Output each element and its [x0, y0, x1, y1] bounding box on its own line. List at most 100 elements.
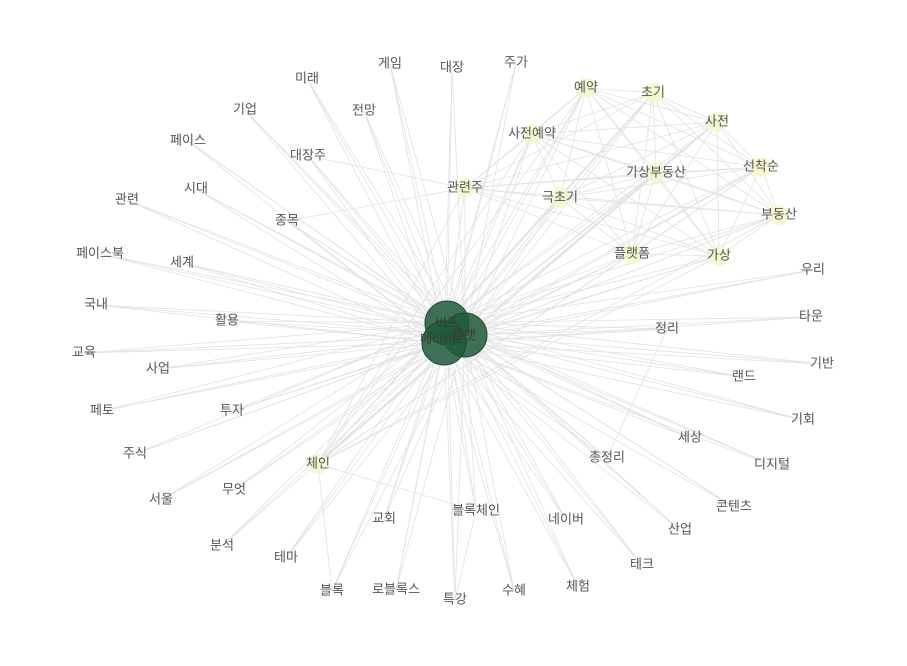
- node-label-사전[interactable]: 사전: [705, 115, 729, 130]
- edge-가상부동산-체인: [317, 172, 657, 465]
- node-label-체인[interactable]: 체인: [306, 457, 330, 472]
- node-label-교회[interactable]: 교회: [372, 512, 396, 527]
- edge-가상-체인: [317, 255, 720, 465]
- edge-플랫폼-체인: [317, 253, 633, 465]
- node-label-기반[interactable]: 기반: [810, 357, 834, 372]
- node-label-미래[interactable]: 미래: [295, 72, 319, 87]
- edge-초기-관련주: [464, 92, 654, 189]
- node-label-주식[interactable]: 주식: [123, 447, 147, 462]
- node-label-시대[interactable]: 시대: [184, 182, 208, 197]
- node-label-콘텐츠[interactable]: 콘텐츠: [716, 500, 752, 515]
- node-label-페이스북[interactable]: 페이스북: [76, 247, 124, 262]
- node-label-수혜[interactable]: 수혜: [502, 584, 526, 599]
- node-label-극초기[interactable]: 극초기: [542, 191, 578, 206]
- edge-hub1-예약: [446, 87, 587, 324]
- node-label-가상부동산[interactable]: 가상부동산: [626, 166, 686, 181]
- edge-hub3-기업: [244, 109, 445, 344]
- node-label-투자[interactable]: 투자: [220, 404, 244, 419]
- edge-hub3-산업: [443, 342, 681, 531]
- node-label-관련[interactable]: 관련: [115, 193, 139, 208]
- edge-hub2-페토: [101, 334, 466, 412]
- node-label-국내[interactable]: 국내: [84, 298, 108, 313]
- edge-종목-관련주: [286, 187, 466, 222]
- edge-대장주-관련주: [307, 155, 466, 189]
- node-label-대장주[interactable]: 대장주: [290, 149, 326, 164]
- node-label-가상[interactable]: 가상: [707, 249, 731, 264]
- edge-hub3-대장주: [307, 155, 445, 344]
- edge-hub3-초기: [443, 92, 654, 344]
- node-label-무엇[interactable]: 무엇: [222, 483, 246, 498]
- node-label-로블록스[interactable]: 로블록스: [372, 583, 420, 598]
- node-label-총정리[interactable]: 총정리: [589, 451, 625, 466]
- node-label-페토[interactable]: 페토: [90, 404, 114, 419]
- node-label-네이버[interactable]: 네이버: [548, 513, 584, 528]
- node-label-사업[interactable]: 사업: [146, 362, 170, 377]
- node-label-게임[interactable]: 게임: [378, 57, 402, 72]
- node-label-기회[interactable]: 기회: [791, 413, 815, 428]
- node-label-부동산[interactable]: 부동산: [761, 208, 797, 223]
- node-label-분석[interactable]: 분석: [210, 539, 234, 554]
- halo-가상: [709, 246, 729, 266]
- node-label-정리[interactable]: 정리: [655, 322, 679, 337]
- edge-hub3-서울: [160, 342, 445, 501]
- edge-hub2-무엇: [233, 334, 466, 491]
- node-label-우리[interactable]: 우리: [801, 263, 825, 278]
- node-label-테마[interactable]: 테마: [274, 551, 298, 566]
- node-label-세상[interactable]: 세상: [678, 431, 702, 446]
- node-label-전망[interactable]: 전망: [352, 104, 376, 119]
- node-label-블록[interactable]: 블록: [320, 584, 344, 599]
- halo-극초기: [550, 188, 570, 208]
- node-label-페이스[interactable]: 페이스: [170, 134, 206, 149]
- node-label-디지털[interactable]: 디지털: [754, 458, 790, 473]
- node-label-기업[interactable]: 기업: [233, 103, 257, 118]
- edge-가상부동산-플랫폼: [631, 172, 657, 255]
- edge-hub3-가상: [443, 255, 720, 344]
- node-label-초기[interactable]: 초기: [641, 86, 665, 101]
- edge-부동산-체인: [317, 214, 780, 465]
- edge-hub2-기반: [464, 334, 823, 365]
- edge-hub1-사업: [157, 322, 448, 370]
- node-label-대장[interactable]: 대장: [440, 61, 464, 76]
- edge-hub1-테마: [285, 322, 448, 559]
- edge-hub2-사전예약: [464, 133, 533, 336]
- edge-hub2-블록: [331, 334, 466, 592]
- edge-hub3-테크: [443, 342, 643, 566]
- edge-hub3-세상: [443, 342, 691, 439]
- node-label-테크[interactable]: 테크: [630, 558, 654, 573]
- hub-label-플랫: 플랫: [452, 329, 476, 344]
- node-label-세계[interactable]: 세계: [170, 256, 194, 271]
- edge-hub3-블록: [331, 342, 445, 592]
- node-label-플랫폼[interactable]: 플랫폼: [614, 247, 650, 262]
- node-label-랜드[interactable]: 랜드: [732, 370, 756, 385]
- node-label-블록체인[interactable]: 블록체인: [452, 504, 500, 519]
- edge-hub1-서울: [160, 322, 448, 501]
- node-label-체험[interactable]: 체험: [566, 580, 590, 595]
- node-label-교육[interactable]: 교육: [72, 346, 96, 361]
- node-label-서울[interactable]: 서울: [149, 493, 173, 508]
- edge-hub2-기회: [464, 334, 804, 421]
- edge-hub3-게임: [389, 63, 445, 344]
- node-label-활용[interactable]: 활용: [215, 314, 239, 329]
- node-label-관련주[interactable]: 관련주: [447, 181, 483, 196]
- edge-hub2-교육: [83, 334, 466, 354]
- node-label-주가[interactable]: 주가: [504, 56, 528, 71]
- node-label-사전예약[interactable]: 사전예약: [508, 127, 556, 142]
- edge-hub1-랜드: [446, 322, 745, 378]
- hub-node-메타버스[interactable]: [421, 320, 467, 366]
- edge-hub1-세계: [181, 262, 448, 324]
- node-label-예약[interactable]: 예약: [574, 81, 598, 96]
- edge-hub1-디지털: [446, 322, 773, 466]
- node-label-타운[interactable]: 타운: [799, 310, 823, 325]
- edge-hub3-선착순: [443, 166, 762, 344]
- node-label-특강[interactable]: 특강: [443, 593, 467, 608]
- node-label-종목[interactable]: 종목: [275, 214, 299, 229]
- node-label-산업[interactable]: 산업: [668, 523, 692, 538]
- edge-hub1-산업: [446, 322, 681, 531]
- edge-사전-사전예약: [531, 121, 718, 135]
- edge-가상부동산-관련주: [464, 172, 657, 189]
- edge-부동산-가상: [718, 214, 780, 257]
- edge-hub1-미래: [306, 78, 448, 324]
- edge-hub1-분석: [221, 322, 448, 547]
- node-label-선착순[interactable]: 선착순: [743, 160, 779, 175]
- edge-hub3-기회: [443, 342, 804, 421]
